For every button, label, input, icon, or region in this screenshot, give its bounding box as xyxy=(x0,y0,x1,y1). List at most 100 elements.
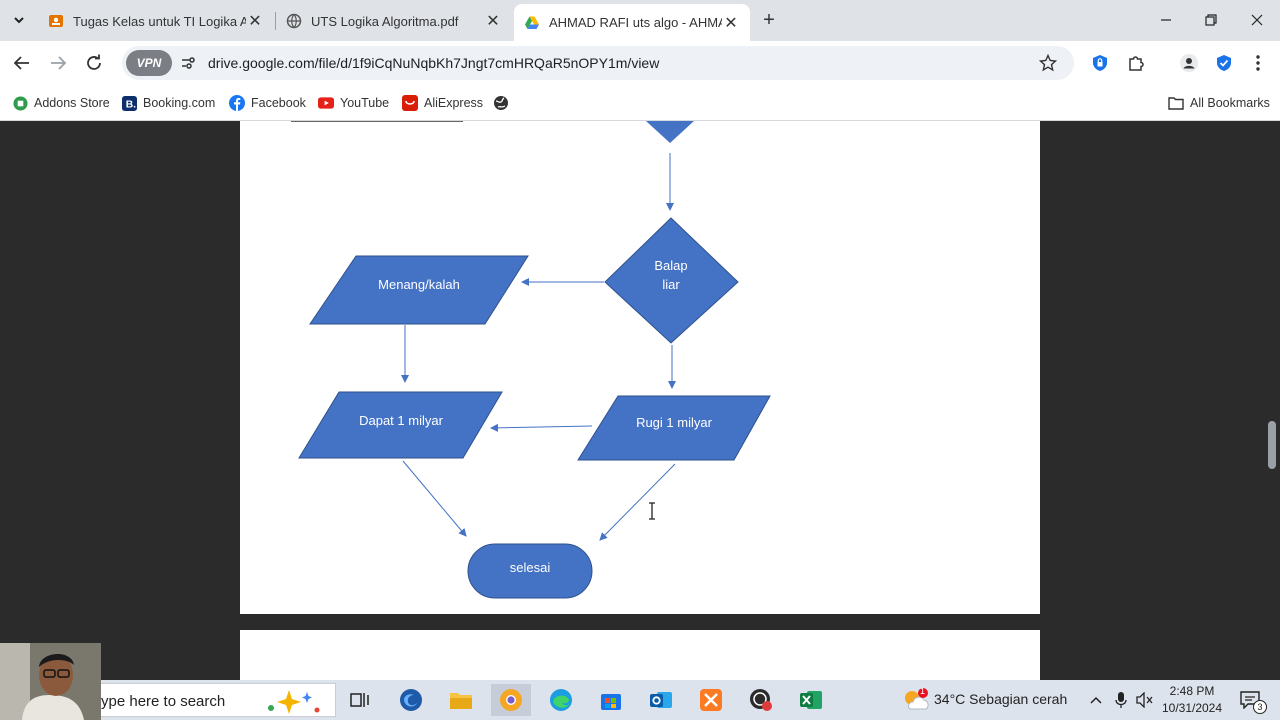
taskbar-file-explorer[interactable] xyxy=(441,684,481,716)
taskbar-clock[interactable]: 2:48 PM 10/31/2024 xyxy=(1158,683,1226,717)
notification-count: 3 xyxy=(1253,700,1267,714)
bookmark-aliexpress[interactable]: AliExpress xyxy=(402,92,483,114)
tab-title: AHMAD RAFI uts algo - AHMAD xyxy=(549,15,722,30)
edge-icon xyxy=(550,689,572,711)
terminal-selesai xyxy=(467,543,593,599)
bookmark-label: YouTube xyxy=(340,96,390,110)
minimize-icon xyxy=(1161,19,1171,21)
addons-store-icon xyxy=(12,95,28,111)
taskbar-store[interactable] xyxy=(591,684,631,716)
extensions-button[interactable] xyxy=(1122,49,1150,77)
profile-button[interactable] xyxy=(1175,49,1203,77)
speaker-muted-icon xyxy=(1136,692,1153,708)
taskbar-app-browser-blue[interactable] xyxy=(391,684,431,716)
tab-title: UTS Logika Algoritma.pdf xyxy=(311,13,459,29)
classroom-icon xyxy=(48,13,64,29)
show-hidden-icons-button[interactable] xyxy=(1078,684,1114,716)
tab-ahmad-rafi[interactable]: AHMAD RAFI uts algo - AHMAD ✕ xyxy=(514,4,750,41)
blue-browser-icon xyxy=(400,689,422,711)
new-tab-button[interactable]: + xyxy=(763,8,775,31)
menu-button[interactable] xyxy=(1244,49,1272,77)
url-text[interactable]: drive.google.com/file/d/1f9iCqNuNqbKh7Jn… xyxy=(208,55,660,71)
scrollbar-thumb[interactable] xyxy=(1268,421,1276,469)
taskbar-excel[interactable] xyxy=(791,684,831,716)
youtube-icon xyxy=(318,95,334,111)
decision-label-line2: liar xyxy=(662,277,680,292)
clock-time: 2:48 PM xyxy=(1169,684,1215,698)
all-bookmarks-label: All Bookmarks xyxy=(1190,96,1270,110)
connector-arrow xyxy=(490,423,593,432)
address-bar[interactable]: VPN drive.google.com/file/d/1f9iCqNuNqbK… xyxy=(122,46,1074,80)
tab-tugas-kelas[interactable]: Tugas Kelas untuk TI Logika Algo ✕ xyxy=(38,5,274,37)
terminal-label: selesai xyxy=(510,560,551,575)
excel-icon xyxy=(800,691,822,709)
taskbar-chrome[interactable] xyxy=(491,684,531,716)
weather-badge-count: 1 xyxy=(920,686,926,696)
bookmark-youtube[interactable]: YouTube xyxy=(318,92,389,114)
shield-lock-icon xyxy=(1093,55,1107,71)
microphone-tray-button[interactable] xyxy=(1104,684,1138,716)
taskbar-xampp[interactable] xyxy=(691,684,731,716)
close-window-button[interactable] xyxy=(1234,6,1280,34)
text-cursor-icon xyxy=(649,502,655,520)
windows-taskbar: ype here to search 1 34°C Seb xyxy=(0,680,1280,720)
volume-tray-button[interactable] xyxy=(1128,684,1162,716)
kebab-menu-icon xyxy=(1256,55,1260,71)
all-bookmarks-button[interactable]: All Bookmarks xyxy=(1168,92,1270,114)
bookmark-facebook[interactable]: Facebook xyxy=(229,92,306,114)
bookmark-booking[interactable]: B. Booking.com xyxy=(121,92,215,114)
connector-arrow xyxy=(402,460,467,537)
flowchart: Balap liar Menang/kalah Dapat 1 milyar R… xyxy=(291,121,771,599)
task-view-icon xyxy=(350,693,369,707)
site-info-icon[interactable] xyxy=(176,51,200,75)
close-tab-icon[interactable]: ✕ xyxy=(724,14,738,32)
back-button[interactable] xyxy=(8,49,36,77)
connector-arrow xyxy=(599,463,676,541)
svg-text:B.: B. xyxy=(125,99,135,110)
webcam-person-image xyxy=(0,643,101,720)
arrow-right-icon xyxy=(51,56,67,70)
folder-icon xyxy=(1168,95,1184,111)
tab-title: Tugas Kelas untuk TI Logika Algo xyxy=(73,13,246,29)
restore-button[interactable] xyxy=(1188,6,1234,34)
chevron-up-icon xyxy=(1090,696,1102,704)
bookmark-globe[interactable] xyxy=(493,92,515,114)
vpn-shield-button[interactable] xyxy=(1210,49,1238,77)
bookmarks-bar: Addons Store B. Booking.com Facebook You… xyxy=(0,85,1280,121)
tab-strip: Tugas Kelas untuk TI Logika Algo ✕ UTS L… xyxy=(0,0,1280,41)
google-drive-icon xyxy=(524,15,540,31)
weather-widget-icon[interactable]: 1 xyxy=(896,684,936,716)
puzzle-icon xyxy=(1129,56,1144,71)
search-placeholder: ype here to search xyxy=(101,693,226,710)
taskbar-search-box[interactable]: ype here to search xyxy=(100,683,336,717)
xampp-icon xyxy=(700,689,722,711)
tab-separator xyxy=(275,12,276,30)
close-tab-icon[interactable]: ✕ xyxy=(248,13,262,30)
search-highlight-sparkle-icon xyxy=(268,690,320,714)
minimize-button[interactable] xyxy=(1143,6,1189,34)
notifications-button[interactable]: 3 xyxy=(1232,684,1268,716)
reload-button[interactable] xyxy=(80,49,108,77)
io-dapat-1-milyar xyxy=(298,391,503,459)
decision-balap-liar xyxy=(604,217,739,344)
vpn-button[interactable]: VPN xyxy=(126,50,172,76)
facebook-icon xyxy=(229,95,245,111)
task-view-button[interactable] xyxy=(340,684,380,716)
extension-shield-button[interactable] xyxy=(1086,49,1114,77)
forward-button[interactable] xyxy=(44,49,72,77)
bookmark-star-icon[interactable] xyxy=(1036,51,1060,75)
taskbar-edge[interactable] xyxy=(541,684,581,716)
tab-search-dropdown[interactable] xyxy=(6,8,32,32)
weather-text[interactable]: 34°C Sebagian cerah xyxy=(934,691,1068,707)
globe-icon xyxy=(286,13,302,29)
taskbar-obs[interactable] xyxy=(741,684,781,716)
bookmark-addons-store[interactable]: Addons Store xyxy=(12,92,110,114)
arrow-left-icon xyxy=(13,56,29,70)
io-rugi-1-milyar xyxy=(577,395,771,461)
io-rugi-label: Rugi 1 milyar xyxy=(636,415,713,430)
document-viewer[interactable]: Balap liar Menang/kalah Dapat 1 milyar R… xyxy=(0,121,1280,681)
close-tab-icon[interactable]: ✕ xyxy=(486,13,500,30)
bookmark-label: Booking.com xyxy=(143,96,216,110)
tab-uts-pdf[interactable]: UTS Logika Algoritma.pdf ✕ xyxy=(276,5,512,37)
taskbar-outlook[interactable] xyxy=(641,684,681,716)
